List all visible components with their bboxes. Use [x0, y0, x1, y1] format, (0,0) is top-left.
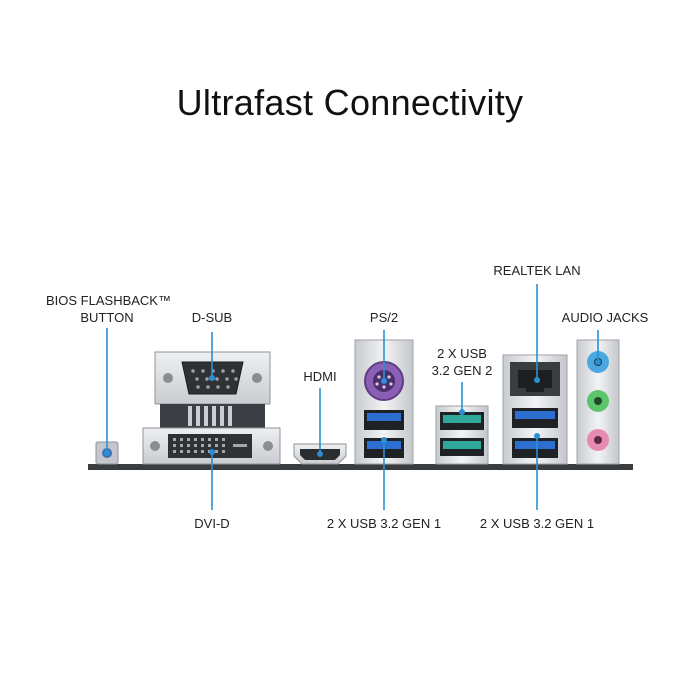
- label-audio-jacks: AUDIO JACKS: [561, 310, 649, 325]
- pointer-dsub-dot: [209, 375, 215, 381]
- pointer-usb-gen2-dot: [459, 409, 465, 415]
- pointer-audio-dot: [595, 359, 601, 365]
- pointer-bios-dot: [104, 450, 110, 456]
- label-dvid: DVI-D: [194, 516, 230, 531]
- pointer-lan-dot: [534, 377, 540, 383]
- label-usb-gen1-right: 2 X USB 3.2 GEN 1: [479, 516, 595, 531]
- label-realtek-lan: REALTEK LAN: [493, 263, 581, 278]
- label-bios-flashback: BIOS FLASHBACK™ BUTTON: [46, 292, 171, 326]
- pointer-dvid-dot: [209, 449, 215, 455]
- pointer-lines: [104, 284, 601, 510]
- audio-jacks: [576, 339, 620, 465]
- pointer-usb-right-dot: [534, 433, 540, 439]
- lan-usb-stack: [502, 354, 568, 465]
- pointer-hdmi-dot: [317, 451, 323, 457]
- label-bios-line1: BIOS FLASHBACK™: [46, 293, 171, 308]
- page-title: Ultrafast Connectivity: [176, 82, 524, 123]
- pointer-usb-left-dot: [381, 437, 387, 443]
- pointer-ps2-dot: [381, 378, 387, 384]
- label-usb-gen2-line1: 2 X USB: [437, 346, 487, 361]
- label-dsub: D-SUB: [191, 310, 233, 325]
- label-bios-line2: BUTTON: [80, 310, 134, 325]
- label-usb-gen1-left: 2 X USB 3.2 GEN 1: [326, 516, 442, 531]
- pcb-edge: [88, 464, 633, 470]
- label-hdmi: HDMI: [303, 369, 337, 384]
- label-usb-gen2-line2: 3.2 GEN 2: [431, 363, 493, 378]
- label-usb-gen2: 2 X USB 3.2 GEN 2: [412, 345, 512, 379]
- label-ps2: PS/2: [369, 310, 399, 325]
